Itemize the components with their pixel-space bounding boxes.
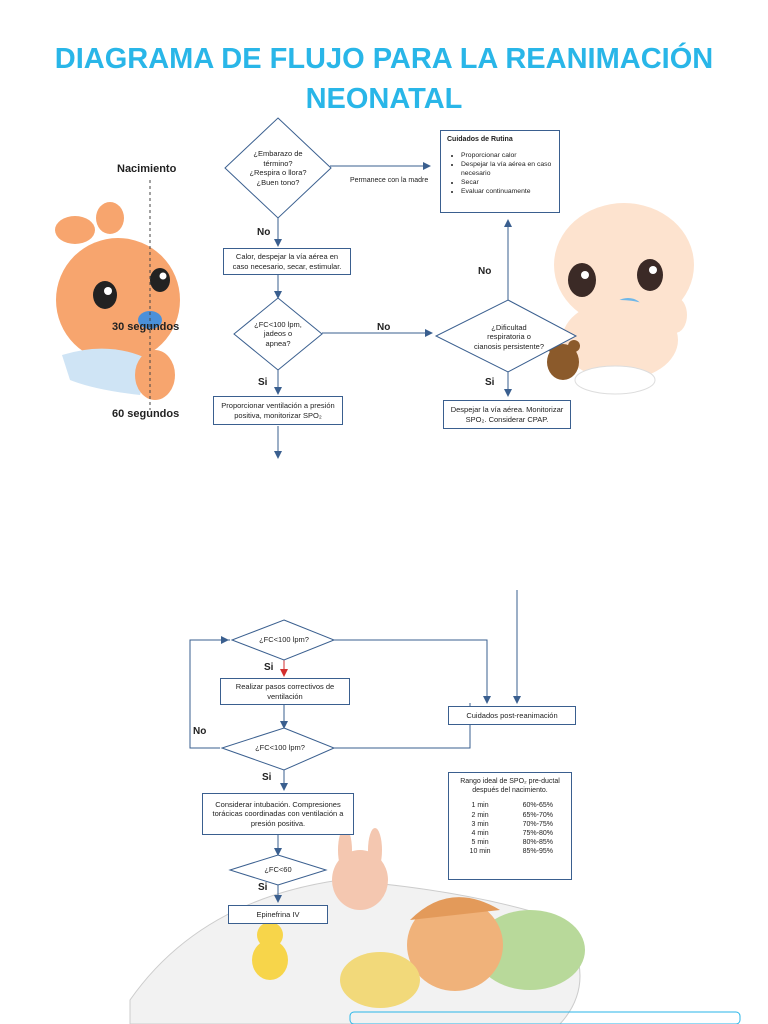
page-title-line2: NEONATAL [305, 83, 463, 115]
q3-text: ¿Dificultad respiratoria o cianosis pers… [466, 320, 552, 354]
label-no-4: No [193, 726, 207, 737]
q1-text: ¿Embarazo de término? ¿Respira o llora? … [238, 143, 318, 193]
baby-right-illustration [546, 203, 694, 395]
table-row: 4 min 75%-80% [453, 829, 567, 838]
q2-line3: apnea? [265, 338, 291, 348]
spo2-range: 85%-95% [522, 848, 553, 856]
baby-left-illustration [55, 180, 180, 410]
label-si-2: Si [485, 377, 495, 388]
table-row: 3 min 70%-75% [453, 820, 567, 829]
label-no-2: No [377, 322, 391, 333]
spo2-min: 1 min [471, 802, 489, 810]
spo2-heading: Rango ideal de SPO₂ pre-ductal después d… [460, 778, 560, 795]
routine-care-box: Cuidados de Rutina Proporcionar calor De… [440, 130, 560, 213]
q2-line2: jadeos o [263, 329, 293, 339]
q1-line4: ¿Buen tono? [256, 177, 300, 187]
warm-stimulate-box: Calor, despejar la vía aérea en caso nec… [223, 248, 351, 275]
spo2-min: 5 min [471, 839, 489, 847]
spo2-range: 70%-75% [522, 820, 553, 828]
intubation-box: Considerar intubación. Compresiones torá… [202, 793, 354, 835]
post-resuscitation-box: Cuidados post-reanimación [448, 706, 576, 725]
spo2-range-box: Rango ideal de SPO₂ pre-ductal después d… [448, 772, 572, 880]
spo2-min: 2 min [471, 811, 489, 819]
page-title-line1: DIAGRAMA DE FLUJO PARA LA REANIMACIÓN [54, 43, 714, 75]
routine-item: Proporcionar calor [461, 151, 553, 160]
diamond-q3 [434, 299, 578, 373]
diamond-q2 [233, 297, 323, 371]
spo2-range: 65%-70% [522, 811, 553, 819]
q3-line2: respiratoria o [487, 332, 531, 342]
q5-text: ¿FC<100 lpm? [255, 743, 305, 753]
q1-line3: ¿Respira o llora? [249, 168, 307, 177]
q1-line1: ¿Embarazo de [253, 149, 303, 158]
arrow-q4-post [334, 639, 491, 704]
label-si-3: Si [264, 662, 274, 673]
routine-item: Despejar la vía aérea en caso necesario [461, 160, 553, 178]
airway-cpap-box: Despejar la vía aérea. Monitorizar SPO₂.… [443, 400, 571, 429]
diamond-q4 [230, 619, 336, 661]
routine-item: Secar [461, 178, 553, 187]
table-row: 1 min 60%-65% [453, 801, 567, 810]
table-row: 10 min 85%-95% [453, 847, 567, 856]
q4-text: ¿FC<100 lpm? [259, 635, 309, 645]
routine-care-heading: Cuidados de Rutina [447, 136, 513, 143]
q1-line2: término? [263, 158, 293, 168]
timeline-birth: Nacimiento [117, 163, 177, 175]
label-no-1: No [257, 227, 271, 238]
spo2-range: 75%-80% [522, 830, 553, 838]
q2-line1: ¿FC<100 lpm, [254, 319, 302, 329]
diamond-q6 [228, 854, 328, 886]
q3-line1: ¿Dificultad [491, 322, 527, 332]
spo2-table: 1 min 60%-65% 2 min 65%-70% 3 min 70%-75% 4… [453, 801, 567, 856]
label-si-1: Si [258, 377, 268, 388]
diamond-q1 [224, 117, 332, 219]
epinephrine-box: Epinefrina IV [228, 905, 328, 924]
spo2-min: 10 min [469, 848, 491, 856]
table-row: 5 min 80%-85% [453, 838, 567, 847]
corrective-steps-box: Realizar pasos correctivos de ventilació… [220, 678, 350, 705]
q3-line3: cianosis persistente? [473, 341, 545, 351]
stay-with-mother-label: Permanece con la madre [350, 177, 429, 184]
label-no-3: No [478, 266, 492, 277]
ppv-box: Proporcionar ventilación a presión posit… [213, 396, 343, 425]
label-si-4: Si [262, 772, 272, 783]
q6-text: ¿FC<60 [264, 865, 292, 875]
sleeping-baby-illustration [129, 828, 741, 1024]
spo2-min: 4 min [471, 830, 489, 838]
timeline-60s: 60 segundos [112, 408, 180, 420]
spo2-range: 80%-85% [522, 839, 553, 847]
timeline-30s: 30 segundos [112, 321, 180, 333]
label-si-5: Si [258, 882, 268, 893]
q2-text: ¿FC<100 lpm, jadeos o apnea? [246, 316, 310, 352]
diamond-q5 [220, 727, 336, 771]
routine-item: Evaluar continuamente [461, 187, 553, 196]
spo2-min: 3 min [471, 820, 489, 828]
table-row: 2 min 65%-70% [453, 811, 567, 820]
spo2-range: 60%-65% [522, 802, 553, 810]
